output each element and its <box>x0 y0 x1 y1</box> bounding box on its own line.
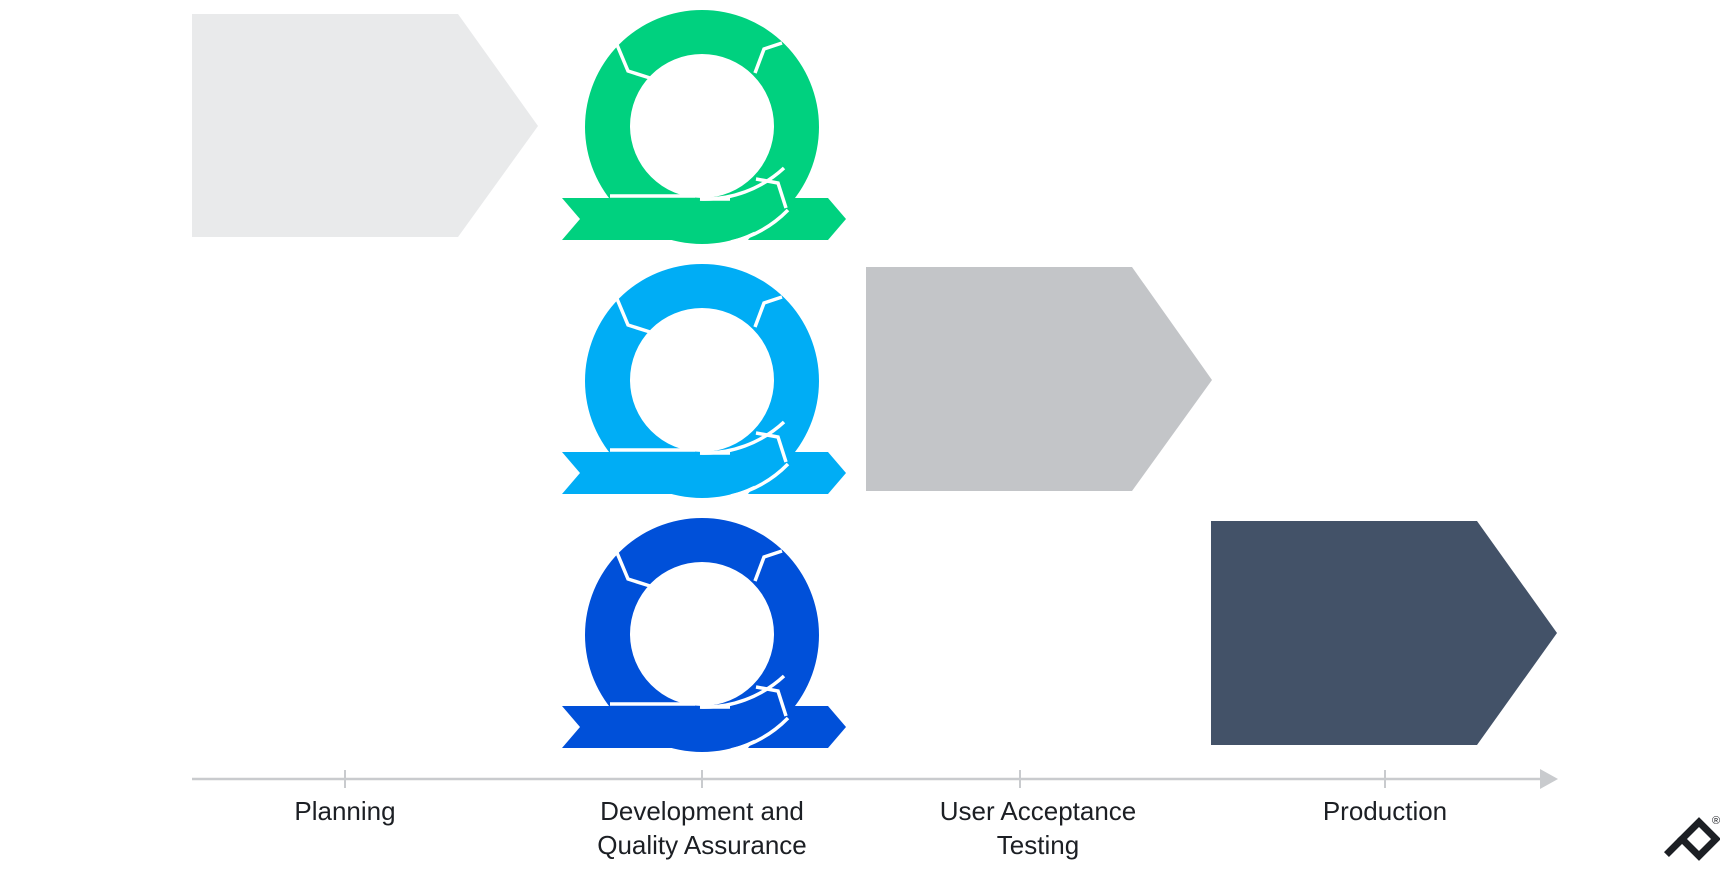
stage-label-line: Production <box>1322 796 1448 826</box>
sprint-cycle-icon-2 <box>562 264 846 498</box>
timeline-arrowhead-icon <box>1540 769 1558 789</box>
stage-label-line: Development and <box>600 796 804 826</box>
planning-phase-arrow <box>192 14 538 237</box>
production-phase-arrow <box>1211 521 1557 745</box>
stage-label-production: Production <box>1323 794 1447 828</box>
stage-label-development-qa: Development and Quality Assurance <box>597 794 807 862</box>
stage-label-uat: User Acceptance Testing <box>940 794 1137 862</box>
registered-mark: ® <box>1712 815 1720 827</box>
sprint-cycle-icon-3 <box>562 518 846 752</box>
timeline-axis <box>192 769 1558 789</box>
uat-phase-arrow <box>866 267 1212 491</box>
sprint-cycle-icon-1 <box>562 10 846 244</box>
stage-label-line: Quality Assurance <box>597 830 807 860</box>
stage-label-line: Testing <box>996 830 1080 860</box>
stage-label-line: User Acceptance <box>939 796 1137 826</box>
toptal-logo-icon: ® <box>1663 815 1720 861</box>
stage-label-line: Planning <box>294 796 396 826</box>
stage-label-planning: Planning <box>294 794 395 828</box>
